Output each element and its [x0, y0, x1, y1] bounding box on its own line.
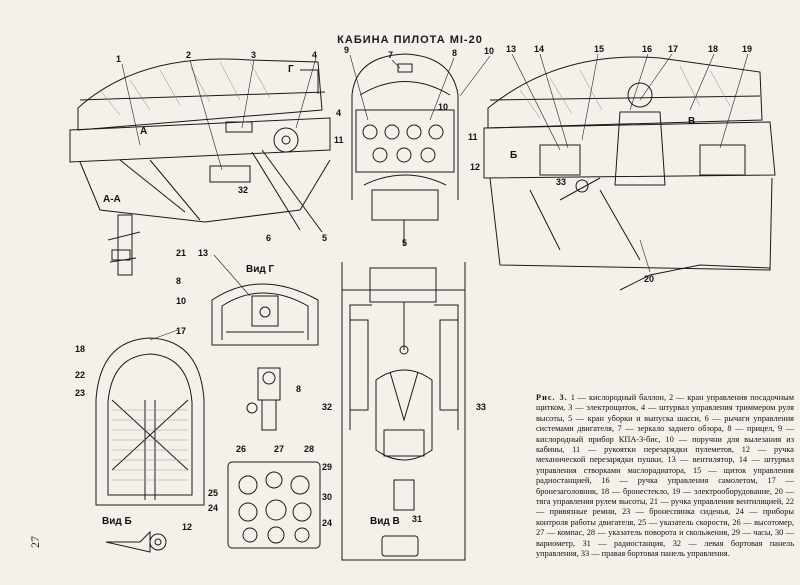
callout-17b: 17 [176, 326, 186, 336]
callout-12: 12 [470, 162, 480, 172]
sight-detail [246, 367, 281, 431]
callout-16: 16 [642, 44, 652, 54]
callout-14: 14 [534, 44, 544, 54]
callout-11b: 11 [468, 132, 478, 142]
section-a: А [140, 126, 147, 137]
callout-10-g: 10 [176, 296, 186, 306]
figure-caption: Рис. 3. 1 — кислородный баллон, 2 — кран… [536, 393, 794, 560]
callout-20: 20 [644, 274, 654, 284]
callout-11: 11 [334, 135, 344, 145]
callout-19: 19 [742, 44, 752, 54]
callout-7: 7 [388, 50, 393, 60]
callout-13: 13 [506, 44, 516, 54]
view-labels: А-А Вид Г Вид Б Вид В А Б В Г [102, 64, 695, 527]
callout-29: 29 [322, 462, 332, 472]
callout-2: 2 [186, 50, 191, 60]
callout-10: 10 [484, 46, 494, 56]
page-title: КАБИНА ПИЛОТА МІ-20 [337, 34, 483, 46]
page-number: 27 [28, 536, 42, 548]
callout-18b: 18 [75, 344, 85, 354]
callout-8b: 8 [176, 276, 181, 286]
callout-30: 30 [322, 492, 332, 502]
callout-4b: 4 [336, 108, 341, 118]
callout-13b: 13 [198, 248, 208, 258]
front-panel-view [351, 53, 459, 245]
plan-view [341, 262, 466, 561]
callout-6: 6 [266, 233, 271, 243]
callout-33b: 33 [476, 402, 486, 412]
callout-32: 32 [238, 185, 248, 195]
caption-text: 1 — кислородный баллон, 2 — кран управле… [536, 393, 795, 559]
callout-1: 1 [116, 54, 121, 64]
section-g: Г [288, 64, 294, 75]
callout-17: 17 [668, 44, 678, 54]
callout-labels: 1 2 3 4 4 9 7 8 10 13 14 15 16 17 18 19 … [75, 44, 752, 532]
callout-8c: 8 [296, 384, 301, 394]
view-g [211, 283, 319, 346]
section-aa [107, 214, 141, 276]
callout-22: 22 [75, 370, 85, 380]
callout-28: 28 [304, 444, 314, 454]
seat-view [95, 337, 205, 506]
callout-24: 24 [208, 503, 218, 513]
left-side-view [69, 58, 331, 233]
section-v: В [688, 116, 695, 127]
section-b: Б [510, 150, 517, 161]
callout-27: 27 [274, 444, 284, 454]
callout-23: 23 [75, 388, 85, 398]
callout-10b: 10 [438, 102, 448, 112]
label-vid-g: Вид Г [246, 264, 274, 275]
label-aa: А-А [103, 194, 121, 205]
callout-21: 21 [176, 248, 186, 258]
leader-lines [121, 53, 749, 341]
callout-3: 3 [251, 50, 256, 60]
caption-lead: Рис. 3. [536, 393, 568, 402]
callout-25: 25 [208, 488, 218, 498]
callout-24b: 24 [322, 518, 332, 528]
callout-15: 15 [594, 44, 604, 54]
callout-32b: 32 [322, 402, 332, 412]
callout-18: 18 [708, 44, 718, 54]
engine-instrument-panel [227, 461, 321, 549]
right-side-view [483, 56, 776, 291]
callout-5b: 5 [402, 238, 407, 248]
callout-12b: 12 [182, 522, 192, 532]
callout-31: 31 [412, 514, 422, 524]
callout-5: 5 [322, 233, 327, 243]
label-vid-b: Вид Б [102, 516, 132, 527]
callout-4: 4 [312, 50, 317, 60]
view-b-detail [105, 530, 167, 553]
callout-26: 26 [236, 444, 246, 454]
callout-9: 9 [344, 45, 349, 55]
label-vid-v: Вид В [370, 516, 400, 527]
callout-8: 8 [452, 48, 457, 58]
callout-33: 33 [556, 177, 566, 187]
